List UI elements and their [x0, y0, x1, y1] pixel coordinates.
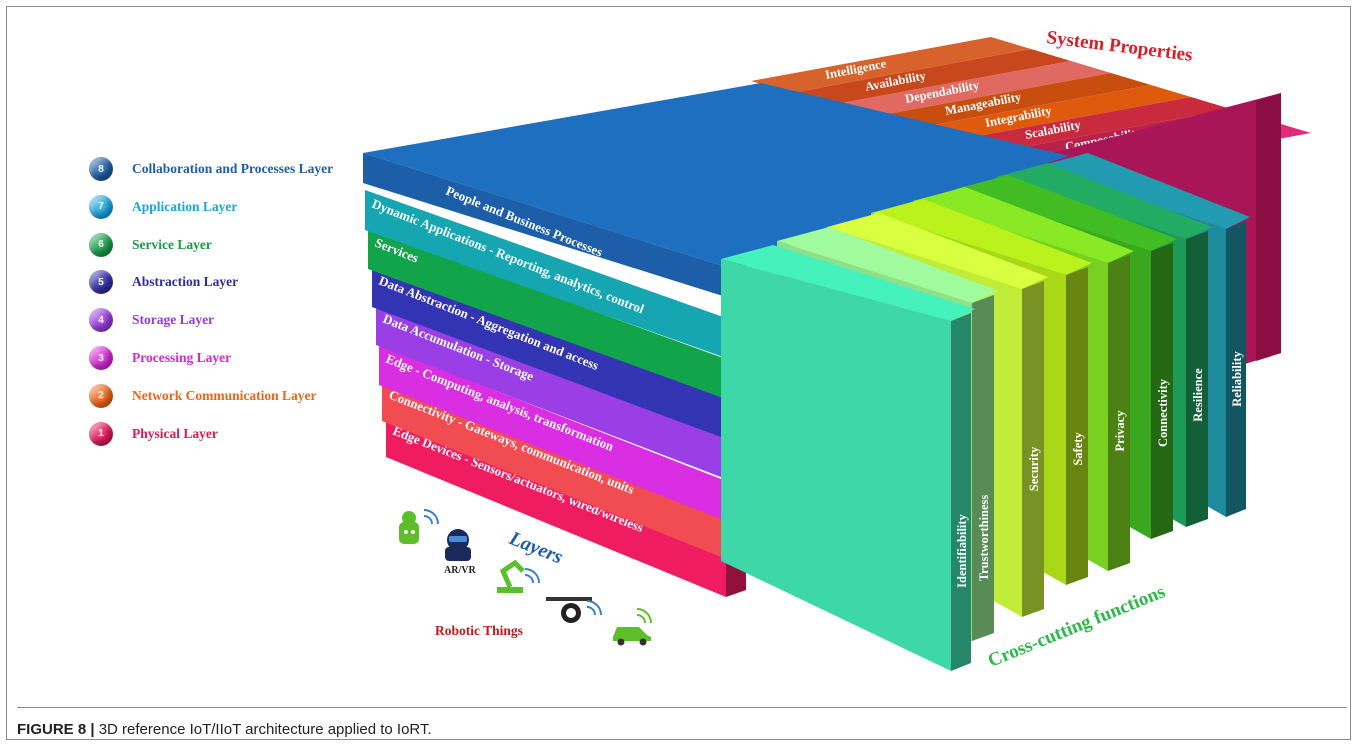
layer-front-face [379, 345, 726, 521]
property-slab [791, 49, 1071, 105]
legend-label: Storage Layer [132, 312, 215, 328]
robot-arm-icon [497, 559, 540, 593]
layer-front-face [365, 190, 726, 358]
legend-label: Network Communication Layer [132, 387, 317, 403]
property-slab [831, 61, 1111, 117]
slab-front [1186, 231, 1208, 527]
slab-top [721, 245, 975, 321]
slab-top [827, 213, 1048, 289]
legend-label: Application Layer [132, 198, 238, 214]
property-block-edge [1256, 93, 1281, 361]
legend-label: Abstraction Layer [132, 274, 239, 290]
cross-function-label: Resilience [1191, 368, 1205, 422]
legend-item-7: 7 Application Layer [89, 194, 238, 219]
legend-item-4: 4 Storage Layer [89, 308, 215, 333]
layer-front-face [372, 267, 726, 439]
legend-number-badge: 8 [89, 157, 113, 181]
cross-function-label: Safety [1071, 432, 1085, 466]
cross-function-1: Identifiability [721, 245, 975, 671]
slab-top [913, 187, 1134, 263]
layer-front-face [368, 229, 726, 399]
slab-front [1151, 243, 1173, 539]
cross-function-label: Privacy [1113, 410, 1127, 452]
layer-top-face [363, 83, 1069, 267]
legend-item-1: 1 Physical Layer [89, 421, 218, 446]
robotic-things-label: Robotic Things [435, 623, 523, 638]
caption-text: 3D reference IoT/IIoT architecture appli… [94, 721, 432, 738]
slab-top [956, 175, 1177, 251]
slab-front [1226, 221, 1246, 517]
slab-top [777, 227, 998, 303]
legend-label: Processing Layer [132, 350, 232, 365]
slab-top [1036, 153, 1250, 229]
slab-front [1108, 255, 1130, 571]
slab-front [1022, 281, 1044, 617]
legend-number-badge: 1 [89, 421, 113, 446]
property-slab [951, 97, 1231, 153]
slab-front [951, 313, 971, 671]
legend-number-badge: 5 [89, 270, 113, 295]
slab-top [996, 163, 1212, 239]
slab-top [871, 199, 1092, 275]
vr-headset-icon: AR/VR [444, 529, 476, 576]
legend-label: Collaboration and Processes Layer [132, 161, 334, 176]
legend-item-8: 8 Collaboration and Processes Layer [89, 157, 333, 181]
layer-front-face [386, 417, 726, 597]
slab-front [1066, 267, 1088, 585]
figure-number: FIGURE 8 | [17, 721, 95, 738]
robot-icons: AR/VR [399, 509, 652, 646]
figure-caption: FIGURE 8 | 3D reference IoT/IIoT archite… [17, 707, 1347, 738]
cross-function-label: Security [1027, 446, 1041, 491]
layer-front-face [376, 305, 726, 479]
legend-number-badge: 6 [89, 232, 113, 257]
property-slab [871, 73, 1151, 129]
ar-vr-label: AR/VR [444, 565, 476, 576]
cross-cutting-functions: Reliability Resilience Connectivity Privacy… [721, 153, 1250, 671]
legend-item-5: 5 Abstraction Layer [89, 270, 239, 295]
layer-front-face [363, 153, 726, 297]
autonomous-car-icon [613, 608, 652, 646]
legend-item-6: 6 Service Layer [89, 232, 212, 257]
legend-item-2: 2 Network Communication Layer [89, 383, 317, 408]
iot-architecture-diagram: IntelligenceAvailabilityDependabilityMan… [363, 27, 1311, 672]
property-slab [911, 85, 1191, 141]
cross-function-label: Reliability [1230, 350, 1244, 406]
legend-label: Physical Layer [132, 425, 218, 441]
cross-function-label: Connectivity [1156, 378, 1170, 447]
legend-label: Service Layer [132, 236, 212, 252]
robot-wifi-icon [399, 509, 439, 544]
drone-camera-icon [546, 597, 602, 623]
cross-function-label: Identifiability [955, 513, 969, 587]
legend-number-badge: 7 [89, 194, 113, 219]
legend-item-3: 3 Processing Layer [89, 346, 231, 370]
slab-face [721, 259, 951, 671]
legend-number-badge: 2 [89, 383, 113, 408]
slab-front [972, 295, 994, 641]
layer-front-face [382, 381, 726, 559]
legend-number-badge: 3 [89, 346, 113, 370]
legend-number-badge: 4 [89, 308, 113, 333]
property-slab [751, 37, 1031, 93]
cross-function-label: Trustworthiness [977, 495, 991, 582]
